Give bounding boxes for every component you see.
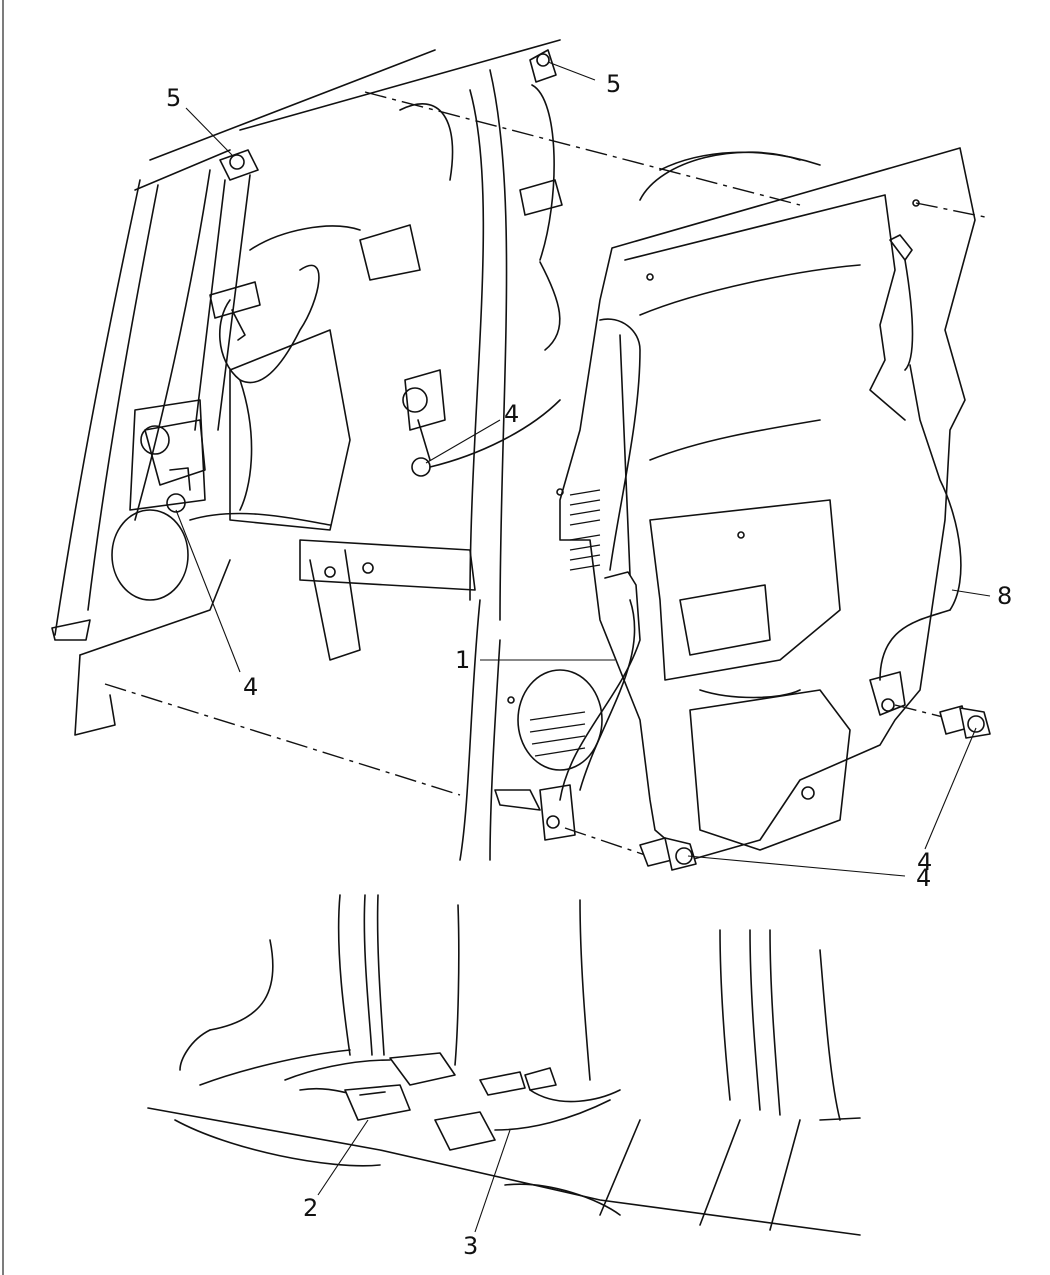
callout-1: 1 [455, 646, 470, 674]
vehicle-body-panel [51, 39, 821, 861]
rear-shoulder-belt-assembly [869, 234, 962, 716]
bolt-lower-right [939, 705, 991, 739]
buckle-assembly-part-3 [434, 1067, 621, 1151]
callout-4-left: 4 [243, 673, 258, 701]
callout-2: 2 [303, 1194, 318, 1222]
left-shoulder-belt-assembly [140, 149, 331, 526]
callout-4-right: 4 [917, 848, 932, 876]
bolt-lower-center [639, 837, 697, 871]
callout-4-center: 4 [504, 400, 519, 428]
callout-8: 8 [997, 582, 1012, 610]
leader-lines-top [175, 61, 991, 877]
bench-seat [147, 894, 861, 1236]
lap-belt-part-1 [494, 318, 641, 841]
quarter-trim-panel [507, 147, 976, 861]
callout-5-top: 5 [606, 70, 621, 98]
center-shoulder-belt-assembly [402, 49, 563, 477]
buckle-assembly-part-2 [284, 1052, 456, 1121]
leader-lines-bottom [317, 1119, 511, 1233]
callout-5-left: 5 [166, 84, 181, 112]
callout-3: 3 [463, 1232, 478, 1260]
callout-4-bottom: 4 [916, 864, 931, 892]
